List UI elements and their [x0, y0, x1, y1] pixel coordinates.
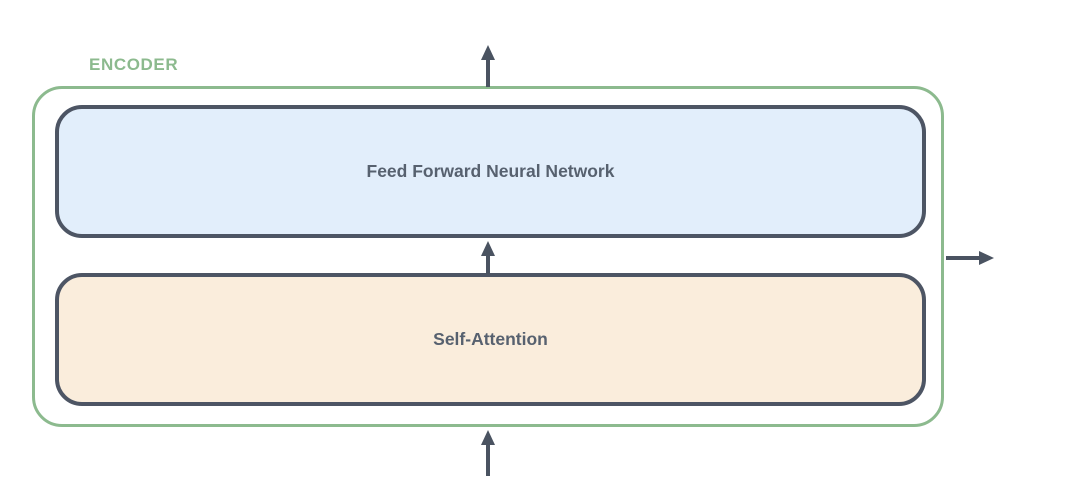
output-arrow-right-icon: [946, 251, 994, 265]
feed-forward-block: Feed Forward Neural Network: [55, 105, 926, 238]
self-attention-label: Self-Attention: [433, 329, 548, 349]
output-arrow-up-icon: [481, 45, 495, 87]
input-arrow-up-icon: [481, 430, 495, 476]
self-attention-block: Self-Attention: [55, 273, 926, 406]
feed-forward-label: Feed Forward Neural Network: [366, 161, 615, 181]
encoder-label: ENCODER: [89, 55, 179, 74]
inter-block-arrow-up-icon: [481, 241, 495, 274]
